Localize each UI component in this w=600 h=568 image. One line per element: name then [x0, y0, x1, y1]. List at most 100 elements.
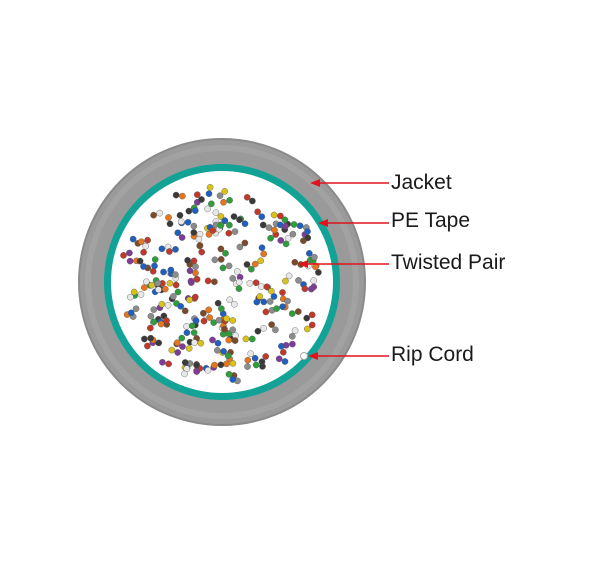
wire-conductor: [258, 213, 266, 220]
wire-conductor: [191, 293, 199, 301]
twisted-pairs-group: [120, 184, 322, 385]
wire-conductor: [236, 216, 243, 224]
wire-conductor: [257, 257, 265, 265]
wire-conductor: [157, 320, 165, 328]
wire-conductor: [259, 221, 267, 229]
wire-conductor: [185, 207, 193, 215]
wire-conductor: [226, 296, 233, 304]
wire-conductor: [172, 281, 180, 289]
wire-conductor: [181, 307, 189, 315]
wire-conductor: [197, 339, 205, 347]
wire-conductor: [206, 314, 213, 321]
wire-conductor: [192, 269, 199, 277]
wire-conductor: [147, 334, 154, 342]
wire-conductor: [191, 339, 198, 346]
wire-conductor: [220, 198, 227, 206]
wire-conductor: [204, 277, 212, 285]
wire-conductor: [155, 286, 162, 294]
wire-conductor: [186, 296, 193, 304]
wire-conductor: [221, 325, 228, 333]
wire-conductor: [174, 229, 182, 237]
wire-conductor: [247, 350, 254, 358]
jacket-texture: [85, 145, 359, 419]
wire-conductor: [217, 361, 225, 369]
wire-conductor: [262, 308, 270, 316]
wire-conductor: [154, 279, 162, 287]
wire-conductor: [158, 245, 166, 253]
wire-conductor: [192, 263, 199, 270]
wire-conductor: [229, 275, 236, 282]
wire-conductor: [185, 345, 193, 352]
wire-conductor: [281, 222, 289, 230]
wire-conductor: [205, 306, 212, 314]
wire-conductor: [167, 266, 175, 274]
wire-conductor: [165, 214, 172, 221]
tape-arrow-head: [318, 219, 328, 227]
wire-conductor: [225, 262, 233, 270]
wire-conductor: [229, 376, 236, 383]
wire-conductor: [289, 230, 297, 238]
pair-arrow-head: [298, 260, 308, 268]
wire-conductor: [273, 305, 280, 312]
wire-conductor: [173, 339, 181, 347]
wire-conductor: [186, 267, 194, 275]
wire-conductor: [155, 339, 162, 347]
wire-conductor: [211, 256, 219, 264]
wire-conductor: [217, 222, 224, 229]
wire-conductor: [218, 305, 225, 313]
wire-conductor: [150, 318, 158, 326]
wire-conductor: [281, 216, 289, 224]
wire-conductor: [308, 321, 316, 329]
wire-conductor: [242, 335, 250, 343]
wire-conductor: [222, 249, 229, 257]
wire-conductor: [158, 300, 166, 308]
wire-conductor: [141, 335, 148, 343]
wire-conductor: [183, 365, 191, 373]
wire-conductor: [172, 191, 180, 199]
wire-conductor: [226, 196, 233, 204]
wire-conductor: [206, 184, 214, 191]
wire-conductor: [166, 220, 174, 228]
wire-conductor: [132, 305, 140, 313]
wire-conductor: [307, 285, 315, 293]
wire-conductor: [279, 289, 286, 296]
wire-conductor: [159, 358, 166, 366]
wire-conductor: [304, 228, 311, 235]
wire-conductor: [278, 342, 285, 350]
wire-conductor: [281, 358, 289, 365]
wire-conductor: [190, 229, 198, 236]
wire-conductor: [248, 335, 256, 343]
wire-conductor: [196, 242, 204, 249]
wire-conductor: [212, 209, 220, 216]
wire-conductor: [140, 248, 147, 256]
wire-conductor: [231, 337, 239, 344]
wire-conductor: [251, 354, 259, 362]
wire-conductor: [130, 288, 138, 296]
wire-conductor: [275, 355, 283, 363]
wire-conductor: [311, 253, 318, 261]
wire-conductor: [266, 298, 274, 305]
wire-conductor: [277, 212, 284, 220]
wire-conductor: [192, 317, 200, 325]
wire-conductor: [163, 317, 170, 324]
wire-conductor: [183, 322, 190, 330]
wire-conductor: [260, 324, 267, 332]
pe-tape-label: PE Tape: [391, 209, 471, 232]
wire-conductor: [144, 236, 151, 244]
wire-conductor: [229, 360, 237, 367]
wire-conductor: [243, 261, 251, 268]
wire-conductor: [254, 327, 262, 335]
wire-conductor: [230, 300, 238, 308]
wire-conductor: [174, 288, 182, 296]
wire-conductor: [174, 349, 181, 356]
wire-conductor: [265, 224, 273, 231]
wire-conductor: [289, 340, 296, 348]
wire-conductor: [301, 285, 309, 293]
wire-conductor: [161, 285, 169, 293]
wire-conductor: [216, 192, 224, 199]
wire-conductor: [256, 293, 264, 300]
wire-conductor: [215, 316, 223, 324]
wire-conductor: [217, 256, 225, 263]
wire-conductor: [244, 356, 252, 364]
wire-conductor: [177, 302, 184, 310]
